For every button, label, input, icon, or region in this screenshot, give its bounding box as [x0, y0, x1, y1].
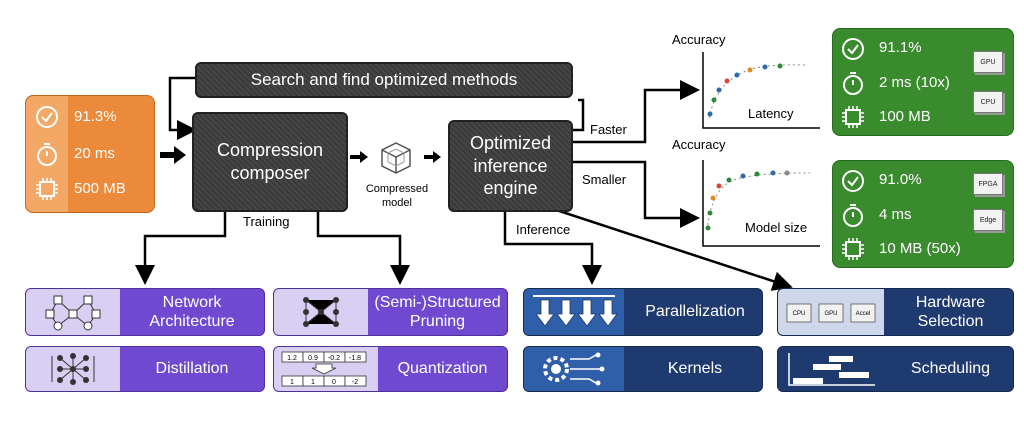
quant-bottom-0: 1	[290, 379, 294, 386]
scheduling-card: Scheduling	[777, 346, 1014, 392]
faster-label: Faster	[590, 122, 627, 137]
smaller-size: 10 MB (50x)	[879, 240, 961, 257]
plot-top-ylabel: Accuracy	[672, 32, 726, 47]
hardware-selection-card: CPU GPU Accel Hardware Selection	[777, 288, 1014, 336]
quant-top-1: 0.9	[308, 355, 318, 362]
baseline-latency: 20 ms	[74, 145, 115, 162]
hardware-chips-icon: CPU GPU Accel	[778, 289, 884, 335]
faster-latency: 2 ms (10x)	[879, 74, 950, 91]
fpga-chip-icon: FPGA	[973, 173, 1003, 195]
plot-bottom-ylabel: Accuracy	[672, 137, 726, 152]
stopwatch-icon	[843, 204, 863, 227]
distillation-icon	[26, 347, 120, 391]
baseline-size: 500 MB	[74, 180, 126, 197]
network-architecture-card: Network Architecture	[25, 288, 265, 336]
quant-bottom-2: 0	[332, 379, 336, 386]
plot-accuracy-vs-model-size	[702, 160, 820, 247]
inference-engine-box: Optimized inference engine	[448, 120, 573, 212]
scheduling-label: Scheduling	[910, 360, 991, 378]
quant-top-0: 1.2	[287, 355, 297, 362]
baseline-accuracy: 91.3%	[74, 108, 117, 125]
parallelization-card: Parallelization	[523, 288, 763, 336]
quantization-card: 1.2 0.9 -0.2 -1.8 1 1 0 -2 Quantization	[273, 346, 508, 392]
baseline-model-box: 91.3% 20 ms 500 MB	[25, 95, 155, 213]
smaller-label: Smaller	[582, 172, 627, 187]
compression-composer-label: Compression composer	[216, 139, 324, 183]
chip-icon	[36, 178, 58, 200]
network-architecture-label: Network Architecture	[149, 293, 235, 330]
quantization-label: Quantization	[397, 360, 488, 378]
result-faster-box: 91.1% 2 ms (10x) 100 MB GPU CPU	[832, 28, 1014, 136]
check-circle-icon	[842, 170, 864, 192]
inference-label: Inference	[516, 222, 571, 237]
training-label: Training	[243, 214, 290, 229]
gear-circuit-icon	[524, 347, 624, 391]
stopwatch-icon	[37, 143, 57, 166]
quant-top-3: -1.8	[349, 355, 361, 362]
quant-bottom-3: -2	[352, 379, 358, 386]
compression-composer-box: Compression composer	[192, 112, 348, 212]
plot-accuracy-vs-latency	[702, 52, 820, 129]
quant-top-2: -0.2	[328, 355, 340, 362]
hw-cpu-text: CPU	[793, 311, 806, 317]
check-circle-icon	[842, 38, 864, 60]
gantt-chart-icon	[778, 347, 884, 391]
plot-top-xlabel: Latency	[748, 106, 794, 121]
stopwatch-icon	[843, 72, 863, 95]
kernels-label: Kernels	[667, 360, 723, 378]
search-box-label: Search and find optimized methods	[250, 70, 518, 89]
gpu-chip-icon: GPU	[973, 51, 1003, 73]
compressed-model-label: Compressed model	[365, 183, 429, 210]
smaller-accuracy: 91.0%	[879, 171, 922, 188]
quant-bottom-1: 1	[311, 379, 315, 386]
chip-icon	[842, 238, 864, 260]
hw-gpu-text: GPU	[824, 311, 837, 317]
faster-size: 100 MB	[879, 108, 931, 125]
pruning-label: (Semi-)Structured Pruning	[374, 293, 501, 330]
smaller-latency: 4 ms	[879, 206, 912, 223]
search-optimized-methods-box: Search and find optimized methods	[195, 62, 573, 98]
distillation-label: Distillation	[155, 360, 229, 378]
hardware-selection-label: Hardware Selection	[915, 293, 986, 330]
chip-icon	[842, 106, 864, 128]
parallelization-label: Parallelization	[645, 303, 745, 321]
pruning-icon	[274, 289, 368, 335]
distillation-card: Distillation	[25, 346, 265, 392]
check-circle-icon	[36, 106, 58, 128]
hw-accel-text: Accel	[856, 311, 871, 317]
cube-icon	[381, 142, 411, 174]
plot-bottom-xlabel: Model size	[745, 220, 808, 235]
parallel-arrows-icon	[524, 289, 624, 335]
network-graph-icon	[26, 289, 120, 335]
quantization-icon: 1.2 0.9 -0.2 -1.8 1 1 0 -2	[274, 347, 378, 391]
inference-engine-label: Optimized inference engine	[469, 133, 552, 199]
edge-chip-icon: Edge	[973, 209, 1003, 231]
kernels-card: Kernels	[523, 346, 763, 392]
cpu-chip-icon: CPU	[973, 91, 1003, 113]
faster-accuracy: 91.1%	[879, 39, 922, 56]
result-smaller-box: 91.0% 4 ms 10 MB (50x) FPGA Edge	[832, 160, 1014, 268]
pruning-card: (Semi-)Structured Pruning	[273, 288, 508, 336]
